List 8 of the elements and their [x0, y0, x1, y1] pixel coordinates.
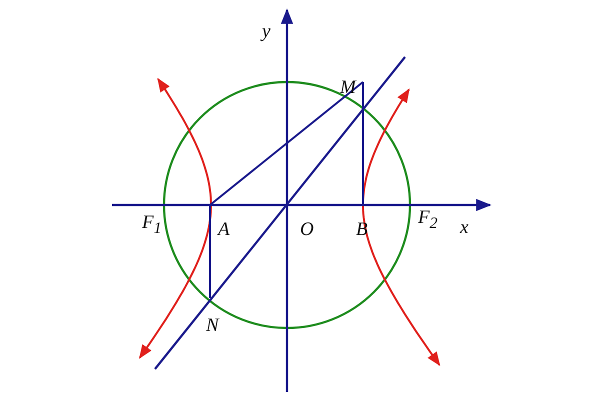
point-label: O	[300, 220, 314, 239]
point-label: N	[206, 316, 219, 335]
point-label: F$_{2}$	[418, 208, 438, 232]
axis-label: y	[262, 22, 270, 41]
point-label: F$_{1}$	[142, 213, 162, 237]
point-label: M	[340, 78, 356, 97]
point-label: A	[218, 220, 230, 239]
axis-label: x	[460, 218, 468, 237]
